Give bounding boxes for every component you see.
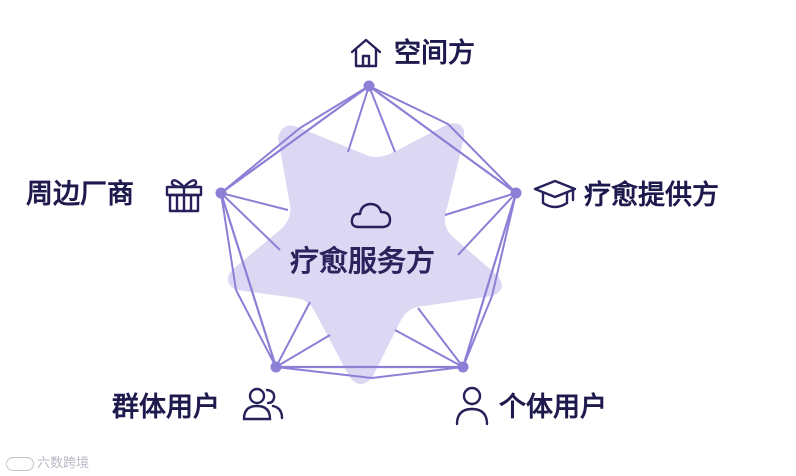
watermark: 六数跨境 [6, 452, 89, 471]
inner-web-edges [220, 85, 517, 379]
label-right: 疗愈提供方 [584, 180, 719, 211]
node-right [510, 187, 522, 199]
label-bottom-right: 个体用户 [499, 392, 607, 423]
cloud-icon [350, 202, 392, 229]
watermark-logo-icon [6, 456, 34, 471]
watermark-text: 六数跨境 [37, 456, 90, 471]
node-top [363, 80, 375, 92]
graduation-cap-icon [533, 179, 577, 209]
center-star-shape [227, 123, 502, 385]
gift-icon [165, 179, 203, 213]
label-top: 空间方 [394, 38, 475, 69]
label-left: 周边厂商 [26, 179, 134, 210]
house-icon [350, 38, 382, 68]
outer-pentagon-edges [219, 85, 518, 369]
person-icon [455, 386, 489, 426]
node-left [215, 187, 227, 199]
label-bottom-left: 群体用户 [112, 392, 220, 423]
people-icon [242, 387, 284, 421]
node-bottom-left [270, 361, 282, 373]
center-label: 疗愈服务方 [290, 244, 436, 278]
nodes [215, 80, 522, 373]
node-bottom-right [457, 361, 469, 373]
